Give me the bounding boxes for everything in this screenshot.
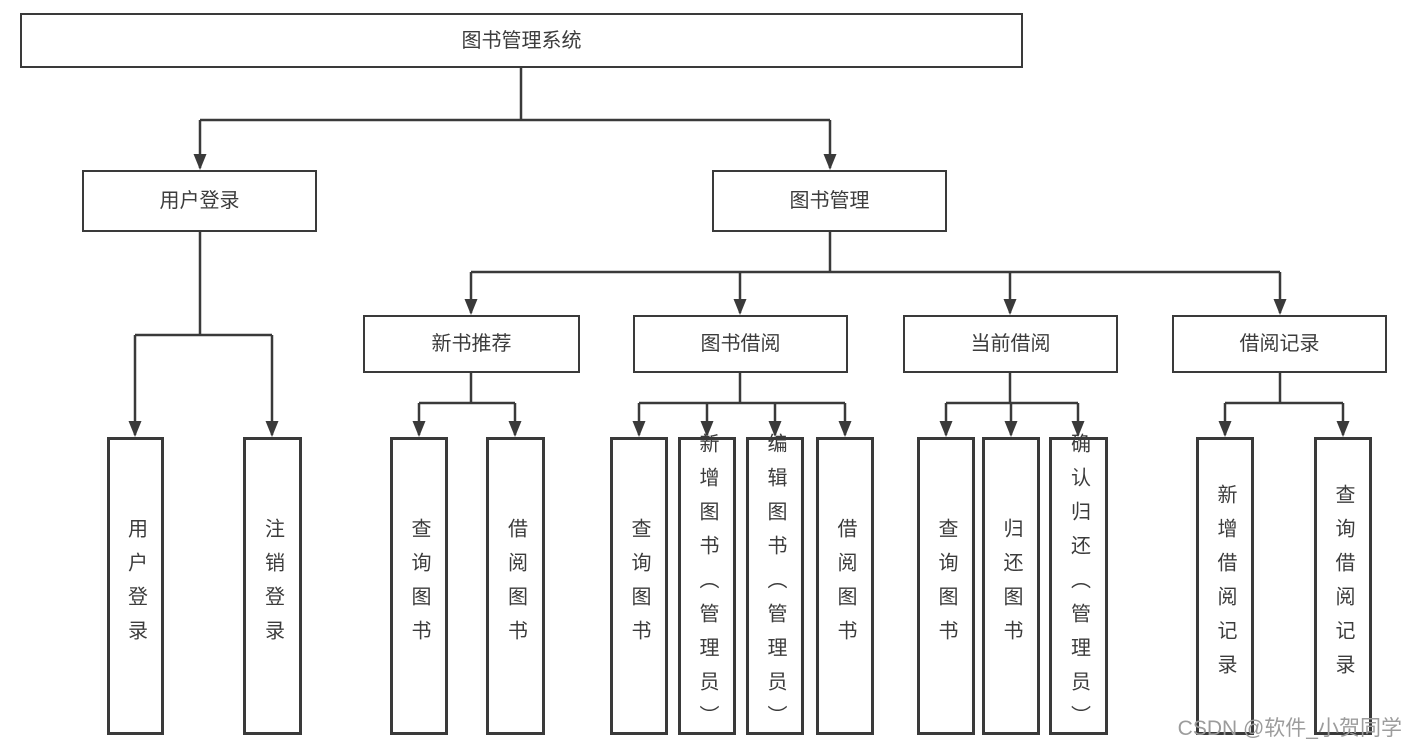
- leaf-edit-book-admin-label: 编辑图书（管理员）: [764, 433, 786, 739]
- node-new-book-recommend: 新书推荐: [363, 315, 580, 373]
- leaf-borrow-books-recommend: 借阅图书: [486, 437, 545, 735]
- leaf-add-borrow-record: 新增借阅记录: [1196, 437, 1254, 735]
- leaf-return-books-label: 归还图书: [1000, 518, 1022, 654]
- leaf-user-login: 用户登录: [107, 437, 164, 735]
- node-library-management-system: 图书管理系统: [20, 13, 1023, 68]
- node-borrow-records: 借阅记录: [1172, 315, 1387, 373]
- leaf-user-login-label: 用户登录: [124, 518, 147, 654]
- leaf-borrow-books-label: 借阅图书: [834, 518, 856, 654]
- leaf-borrow-books-recommend-label: 借阅图书: [504, 518, 527, 654]
- leaf-confirm-return-admin-label: 确认归还（管理员）: [1067, 433, 1090, 739]
- node-book-borrow: 图书借阅: [633, 315, 848, 373]
- leaf-add-book-admin-label: 新增图书（管理员）: [696, 433, 718, 739]
- leaf-borrow-books: 借阅图书: [816, 437, 874, 735]
- leaf-logout-login-label: 注销登录: [261, 518, 284, 654]
- leaf-confirm-return-admin: 确认归还（管理员）: [1049, 433, 1108, 739]
- leaf-query-books-borrow: 查询图书: [610, 437, 668, 735]
- leaf-add-borrow-record-label: 新增借阅记录: [1214, 484, 1236, 688]
- leaf-query-books-recommend: 查询图书: [390, 437, 448, 735]
- node-current-borrow: 当前借阅: [903, 315, 1118, 373]
- leaf-logout-login: 注销登录: [243, 437, 302, 735]
- leaf-query-books-current: 查询图书: [917, 437, 975, 735]
- watermark: CSDN @软件_小贺同学: [1177, 717, 1402, 740]
- node-book-management: 图书管理: [712, 170, 947, 232]
- leaf-query-books-borrow-label: 查询图书: [628, 518, 650, 654]
- leaf-query-books-current-label: 查询图书: [935, 518, 957, 654]
- leaf-query-books-recommend-label: 查询图书: [408, 518, 430, 654]
- node-user-login: 用户登录: [82, 170, 317, 232]
- leaf-query-borrow-record: 查询借阅记录: [1314, 437, 1372, 735]
- leaf-query-borrow-record-label: 查询借阅记录: [1332, 484, 1354, 688]
- leaf-edit-book-admin: 编辑图书（管理员）: [746, 433, 804, 739]
- leaf-return-books: 归还图书: [982, 437, 1040, 735]
- arrowhead-icons: [128, 154, 1350, 437]
- leaf-add-book-admin: 新增图书（管理员）: [678, 433, 736, 739]
